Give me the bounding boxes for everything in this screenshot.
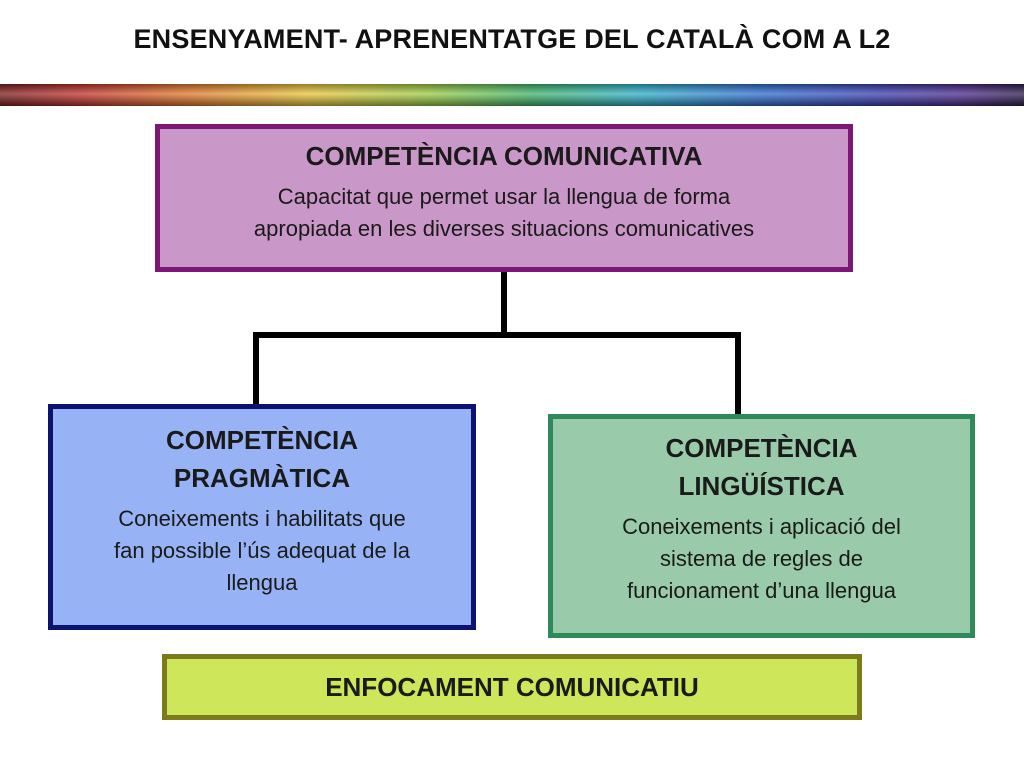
- communicative-competence-description: Capacitat que permet usar la llengua de …: [160, 181, 848, 245]
- heading-line: LINGÜÍSTICA: [678, 471, 845, 501]
- description-line: sistema de regles de: [660, 546, 863, 571]
- heading-line: COMPETÈNCIA: [165, 425, 359, 455]
- pragmatic-competence-description: Coneixements i habilitats que fan possib…: [53, 503, 471, 599]
- communicative-approach-box: ENFOCAMENT COMUNICATIU: [162, 654, 862, 720]
- rainbow-divider-bar: [0, 84, 1024, 106]
- communicative-competence-heading: COMPETÈNCIA COMUNICATIVA: [305, 141, 703, 171]
- description-line: Coneixements i aplicació del: [622, 514, 901, 539]
- heading-line: PRAGMÀTICA: [173, 463, 351, 493]
- pragmatic-competence-box: COMPETÈNCIA PRAGMÀTICA Coneixements i ha…: [48, 404, 476, 630]
- description-line: llengua: [226, 570, 298, 595]
- communicative-approach-heading: ENFOCAMENT COMUNICATIU: [325, 672, 699, 702]
- description-line: Capacitat que permet usar la llengua de …: [277, 184, 731, 209]
- description-line: funcionament d’una llengua: [626, 578, 897, 603]
- communicative-competence-box: COMPETÈNCIA COMUNICATIVA Capacitat que p…: [155, 124, 853, 272]
- pragmatic-competence-heading: COMPETÈNCIA PRAGMÀTICA: [53, 421, 471, 497]
- linguistic-competence-heading: COMPETÈNCIA LINGÜÍSTICA: [553, 429, 970, 505]
- description-line: apropiada en les diverses situacions com…: [253, 216, 755, 241]
- description-line: fan possible l’ús adequat de la: [114, 538, 410, 563]
- heading-line: COMPETÈNCIA: [665, 433, 858, 463]
- slide-title: ENSENYAMENT- APRENENTATGE DEL CATALÀ COM…: [133, 24, 891, 54]
- linguistic-competence-description: Coneixements i aplicació del sistema de …: [553, 511, 970, 607]
- linguistic-competence-box: COMPETÈNCIA LINGÜÍSTICA Coneixements i a…: [548, 414, 975, 638]
- description-line: Coneixements i habilitats que: [118, 506, 406, 531]
